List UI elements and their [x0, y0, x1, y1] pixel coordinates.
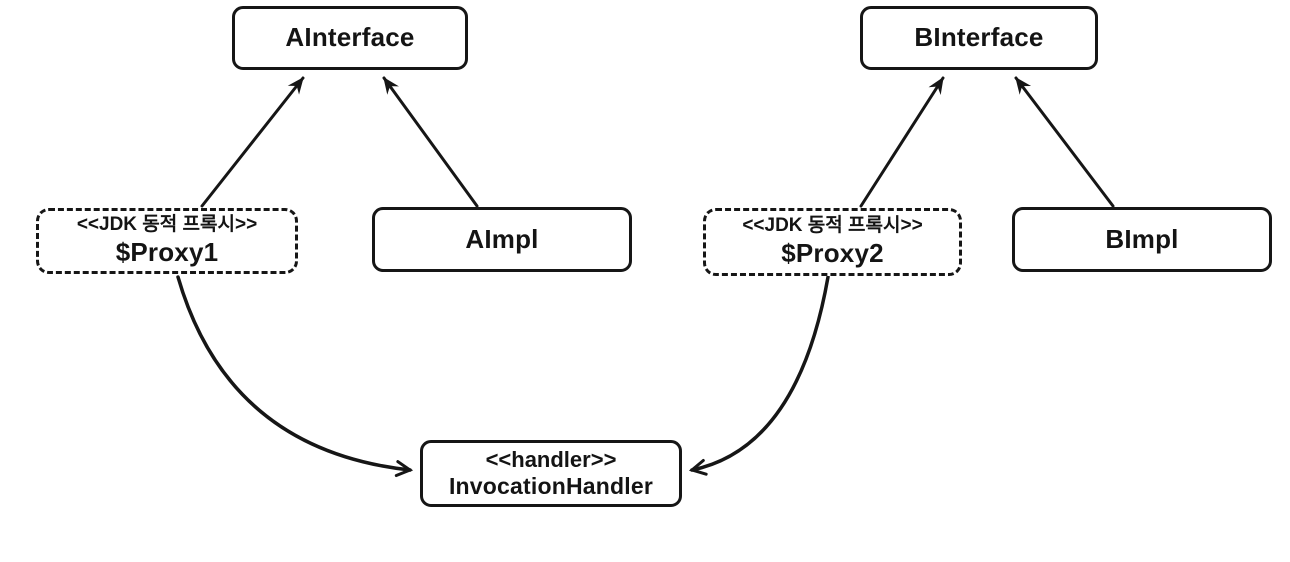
node-invocationhandler-stereotype: <<handler>> [485, 447, 617, 473]
edge-proxy1-invocationhandler [176, 275, 414, 478]
edge-proxy2-binterface [859, 76, 945, 208]
node-invocationhandler-label: InvocationHandler [448, 473, 654, 500]
node-bimpl-label: BImpl [1105, 223, 1179, 254]
node-binterface-label: BInterface [914, 22, 1044, 53]
node-ainterface-label: AInterface [285, 22, 415, 53]
node-proxy2-stereotype: <<JDK 동적 프록시>> [742, 214, 923, 236]
node-proxy1-stereotype: <<JDK 동적 프록시>> [76, 213, 258, 235]
node-aimpl: AImpl [372, 207, 632, 272]
node-proxy2: <<JDK 동적 프록시>> $Proxy2 [703, 208, 962, 276]
node-ainterface: AInterface [232, 6, 468, 70]
edge-bimpl-binterface [1014, 76, 1115, 208]
edge-proxy1-ainterface [200, 76, 305, 208]
node-proxy1: <<JDK 동적 프록시>> $Proxy1 [36, 208, 298, 274]
edge-proxy2-invocationhandler [688, 275, 830, 476]
node-bimpl: BImpl [1012, 207, 1272, 272]
node-aimpl-label: AImpl [465, 223, 539, 254]
edge-aimpl-ainterface [382, 76, 479, 208]
node-invocationhandler: <<handler>> InvocationHandler [420, 440, 682, 507]
node-proxy1-label: $Proxy1 [115, 237, 219, 268]
node-binterface: BInterface [860, 6, 1098, 70]
node-proxy2-label: $Proxy2 [781, 238, 884, 269]
